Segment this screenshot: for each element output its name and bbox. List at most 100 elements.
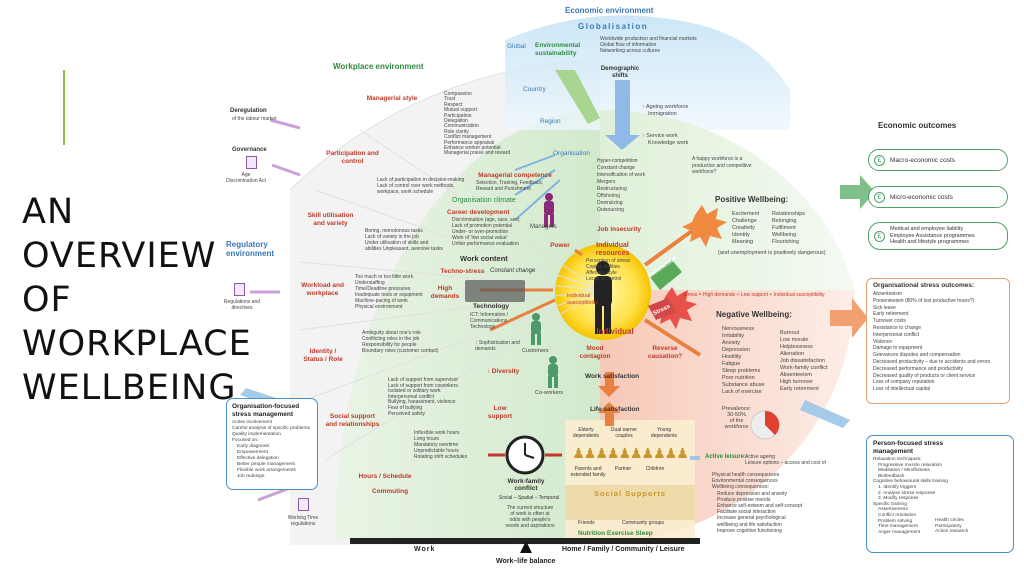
global-item: Worldwide production and financial marke… — [600, 36, 697, 42]
micro-costs-label: Micro-economic costs — [890, 193, 953, 201]
item: Lack of variety in the job — [365, 234, 419, 240]
category-identity: Identity / Status / Role — [303, 348, 343, 363]
item: Trust — [444, 96, 456, 103]
skill-items: Boring, monotonous tasks Lack of variety… — [365, 228, 443, 252]
work-family-conflict-title: Work-family conflict — [507, 478, 545, 492]
currency-icon: £ — [874, 230, 885, 242]
up-arrow-icon: ↑ — [486, 368, 490, 375]
macro-costs-box: £ Macro-economic costs — [868, 149, 1008, 171]
active-leisure-label: Active leisure: — [705, 454, 747, 460]
individual-resources: Perception of stress Coping abilities Af… — [586, 258, 630, 282]
item: Meditation / Mindfulness — [878, 468, 930, 474]
item: Turnover costs — [873, 318, 906, 325]
item: Technology — [470, 324, 496, 330]
item: Anger management — [878, 529, 921, 535]
stress-equation: Stress = High demands + Low support + In… — [683, 292, 825, 298]
item: Absenteeism — [873, 291, 902, 297]
item: Machine-pacing of work — [355, 298, 408, 304]
item: Responsibility for people — [362, 342, 417, 348]
medical-box: £ Medical and employee liability Employe… — [868, 222, 1008, 250]
manager-person-icon — [544, 193, 554, 227]
item: Performance appraisal — [444, 139, 495, 146]
item: Substance abuse — [722, 382, 765, 388]
unemployment-note: (and unemployment is positively dangerou… — [718, 250, 826, 256]
item: Wellbeing — [772, 232, 797, 238]
up-arrow-icon: ↑ — [475, 340, 478, 346]
power-label: Power — [550, 242, 570, 249]
org-outcomes-title: Organisational stress outcomes: — [873, 282, 975, 289]
item: Understaffing — [355, 280, 385, 286]
org-item: Intensification of work — [597, 172, 646, 178]
item: Physical environment — [355, 304, 403, 310]
org-focused-title: Organisation-focused stress management — [232, 403, 300, 418]
managers-label: Managers — [530, 224, 557, 230]
family-children: Children — [645, 466, 665, 472]
item: Decreased productivity – due to accident… — [873, 358, 991, 365]
item: Increase general psychological — [717, 515, 786, 522]
item: Reduce depression and anxiety — [717, 490, 788, 497]
competence-items: Selection, Training, Feedback, Reward an… — [476, 180, 543, 192]
item: Active ageing — [745, 454, 776, 460]
career-items: Discrimination (age, race, sex) Lack of … — [452, 217, 520, 247]
item: Focused on: — [232, 438, 259, 443]
item: 30-50% — [727, 412, 746, 418]
family-dual-earner: Dual earner couples — [610, 427, 638, 439]
item: Creativity — [732, 225, 755, 231]
item: Unfair performance evaluation — [452, 241, 519, 247]
reverse-causation-label: Reverse causation? — [647, 345, 683, 360]
item: Problem solving — [878, 518, 913, 524]
item: Anxiety — [722, 340, 741, 346]
item: workforce — [724, 424, 749, 430]
item: Isolated or solitary work — [388, 388, 441, 395]
up-arrow-icon: ↑ — [642, 104, 645, 110]
item: Early diagnosis — [237, 444, 270, 449]
positive-col1: Excitement Challenge Creativity Identity… — [732, 211, 759, 246]
deregulation-sub: of the labour market — [232, 116, 277, 122]
coworkers-label: Co-workers — [535, 390, 564, 396]
item: of work is often at — [510, 511, 550, 517]
item: Boring, monotonous tasks — [365, 228, 423, 234]
country-label: Country — [523, 86, 546, 93]
age-act-label: Age Discrimination Act — [226, 172, 266, 184]
item: Decreased quality of products or client … — [873, 372, 976, 379]
happy-workforce-note: A happy workforce is a productive and co… — [692, 156, 752, 175]
accent-line — [63, 70, 65, 145]
item: Sick leave — [873, 304, 896, 311]
negative-wellbeing-title: Negative Wellbeing: — [716, 310, 792, 319]
person-focused-title: Person-focused stress management — [873, 440, 944, 455]
item: Fear of bullying — [388, 404, 423, 411]
family-icons: ♟♟♟♟♟♟♟♟♟♟ — [572, 445, 689, 461]
item: Quality implementation — [232, 432, 281, 437]
item: Prevalence: — [722, 406, 752, 412]
regulations-label: Regulations and directives — [223, 299, 261, 311]
item: Loss of intellectual capital — [873, 386, 930, 393]
org-item: Constant change — [597, 165, 635, 171]
item: Early retirement — [873, 311, 909, 318]
item: Medical and employee liability — [890, 226, 964, 233]
item: 3. Modify response — [878, 496, 919, 502]
item: Role clarity — [444, 128, 469, 135]
item: Active involvement — [232, 420, 272, 425]
positive-col2: Relationships Belonging Fulfilment Wellb… — [772, 211, 805, 246]
high-demands-label: High demands — [430, 285, 460, 300]
item: Physical health consequences — [712, 472, 780, 478]
home-family-label: Home / Family / Community / Leisure — [562, 546, 685, 553]
constant-change-label: Constant change — [490, 268, 536, 274]
item: 1. Identify triggers — [878, 484, 917, 490]
item: Action research — [935, 529, 969, 535]
item: Progressive muscle relaxation — [878, 462, 942, 468]
economic-outcomes-title: Economic outcomes — [878, 121, 957, 130]
mood-contagion-label: Mood contagion — [579, 345, 611, 360]
nutrition-label: Nutrition Exercise Sleep — [578, 530, 653, 537]
item: The current structure — [506, 505, 554, 511]
org-item: Hyper-competition — [597, 158, 638, 164]
friends-label: Friends — [578, 520, 595, 526]
item: Damage to equipment — [873, 345, 923, 352]
item: Improve cognitive functioning — [717, 527, 782, 534]
health-items: Physical health consequences Environment… — [712, 472, 802, 534]
item: Lack of control over work methods, — [377, 183, 455, 189]
individual-person-icon — [594, 261, 612, 334]
item: Selection, Training, Feedback, — [476, 180, 544, 186]
sophistication-label: ↑ Sophistication and demands — [475, 340, 520, 352]
